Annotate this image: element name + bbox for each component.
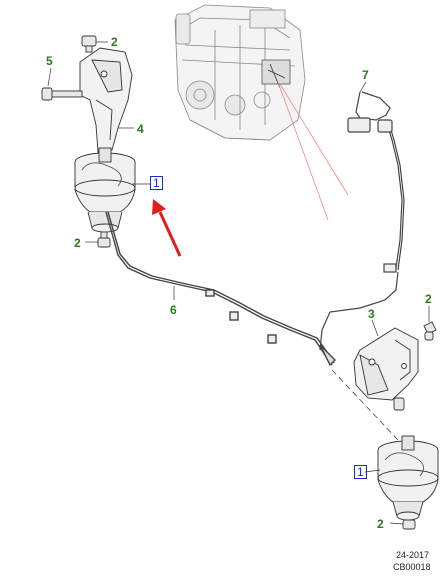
lower-mount-bolt: [402, 519, 416, 530]
callout-2-top: 2: [111, 35, 118, 49]
upper-mount-bolt: [97, 231, 111, 248]
lower-engine-mount: [377, 435, 439, 521]
upper-engine-mount: [74, 147, 136, 233]
callout-7: 7: [362, 68, 369, 82]
alignment-line: [331, 369, 399, 441]
lower-bracket-bolt: [393, 397, 405, 411]
callout-4: 4: [137, 122, 144, 136]
callout-5: 5: [46, 54, 53, 68]
sensor-connector: [319, 91, 405, 351]
callout-2-left: 2: [74, 236, 81, 250]
red-arrow: [152, 199, 182, 257]
callout-6: 6: [170, 303, 177, 317]
sensor-harness: [105, 211, 336, 367]
side-bolt: [41, 87, 83, 101]
lower-bracket: [353, 327, 419, 401]
upper-bracket: [79, 47, 133, 153]
callout-1-lower: 1: [354, 465, 367, 479]
figure-id-code: CB00018: [393, 562, 431, 572]
callout-1-upper: 1: [150, 176, 163, 190]
callout-leaders: [47, 41, 430, 525]
callout-2-bottom: 2: [377, 517, 384, 531]
figure-date-code: 24-2017: [396, 550, 430, 560]
top-bolt: [81, 35, 97, 53]
callout-3: 3: [368, 307, 375, 321]
leader-lines: [277, 81, 349, 221]
callout-2-right: 2: [425, 292, 432, 306]
engine-block: [174, 4, 306, 141]
lower-bracket-top-bolt: [423, 321, 437, 341]
